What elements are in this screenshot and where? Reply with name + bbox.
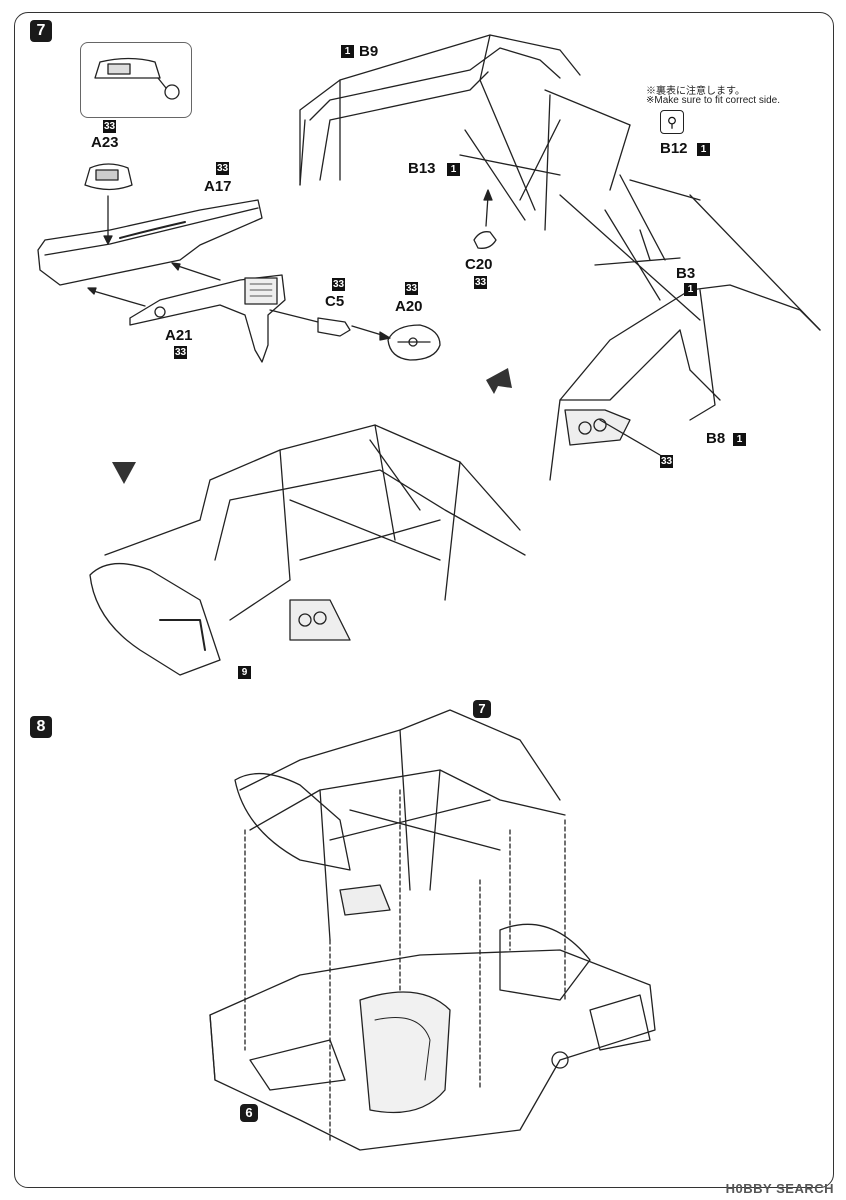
inset-gauge-hood bbox=[94, 57, 180, 100]
color-code-33: 33 bbox=[332, 278, 345, 291]
color-code-1: 1 bbox=[341, 45, 354, 58]
ref-step-9: 9 bbox=[238, 666, 251, 679]
color-code-33: 33 bbox=[216, 162, 229, 175]
label-b8: B8 bbox=[706, 430, 726, 447]
label-a17: A17 bbox=[204, 178, 232, 195]
step-7-badge: 7 bbox=[30, 20, 52, 42]
rollcage-top-parts bbox=[299, 34, 821, 331]
part-a17-drawing bbox=[37, 199, 263, 307]
step8-guide-lines bbox=[244, 789, 566, 1141]
arrow-down bbox=[112, 462, 136, 484]
assembled-cage-mid bbox=[89, 424, 526, 676]
color-code-1: 1 bbox=[684, 283, 697, 296]
color-code-33: 33 bbox=[405, 282, 418, 295]
step-8-badge: 8 bbox=[30, 716, 52, 738]
color-code-33: 33 bbox=[103, 120, 116, 133]
label-c20: C20 bbox=[465, 256, 493, 273]
step8-tub bbox=[209, 923, 656, 1151]
orientation-icon: ⚲ bbox=[660, 110, 684, 134]
arrow-right-down bbox=[486, 368, 512, 394]
label-c5: C5 bbox=[325, 293, 345, 310]
label-b3: B3 bbox=[676, 265, 696, 282]
label-b12: B12 bbox=[660, 140, 688, 157]
label-b13: B13 bbox=[408, 160, 436, 177]
color-code-1: 1 bbox=[733, 433, 746, 446]
label-a23: A23 bbox=[91, 134, 119, 151]
part-a23-drawing bbox=[84, 163, 133, 245]
color-code-33: 33 bbox=[174, 346, 187, 359]
color-code-1: 1 bbox=[697, 143, 710, 156]
color-code-1: 1 bbox=[447, 163, 460, 176]
rollcage-rear-parts bbox=[549, 284, 821, 481]
label-b9: B9 bbox=[359, 43, 379, 60]
step8-cage bbox=[234, 709, 566, 941]
note-en: ※Make sure to fit correct side. bbox=[646, 95, 780, 106]
color-code-33: 33 bbox=[660, 455, 673, 468]
part-c5-drawing bbox=[317, 317, 391, 341]
label-a21: A21 bbox=[165, 327, 193, 344]
ref-step-7: 7 bbox=[473, 700, 491, 718]
ref-step-6: 6 bbox=[240, 1104, 258, 1122]
page-frame bbox=[14, 12, 834, 1188]
part-c20-drawing bbox=[473, 189, 497, 249]
part-a21-drawing bbox=[129, 274, 319, 363]
part-a20-drawing bbox=[387, 324, 441, 361]
detail-inset bbox=[80, 42, 192, 118]
watermark: H0BBY SEARCH bbox=[725, 1181, 834, 1196]
note-jp: ※裏表に注意します。 bbox=[646, 86, 745, 97]
label-a20: A20 bbox=[395, 298, 423, 315]
color-code-33: 33 bbox=[474, 276, 487, 289]
